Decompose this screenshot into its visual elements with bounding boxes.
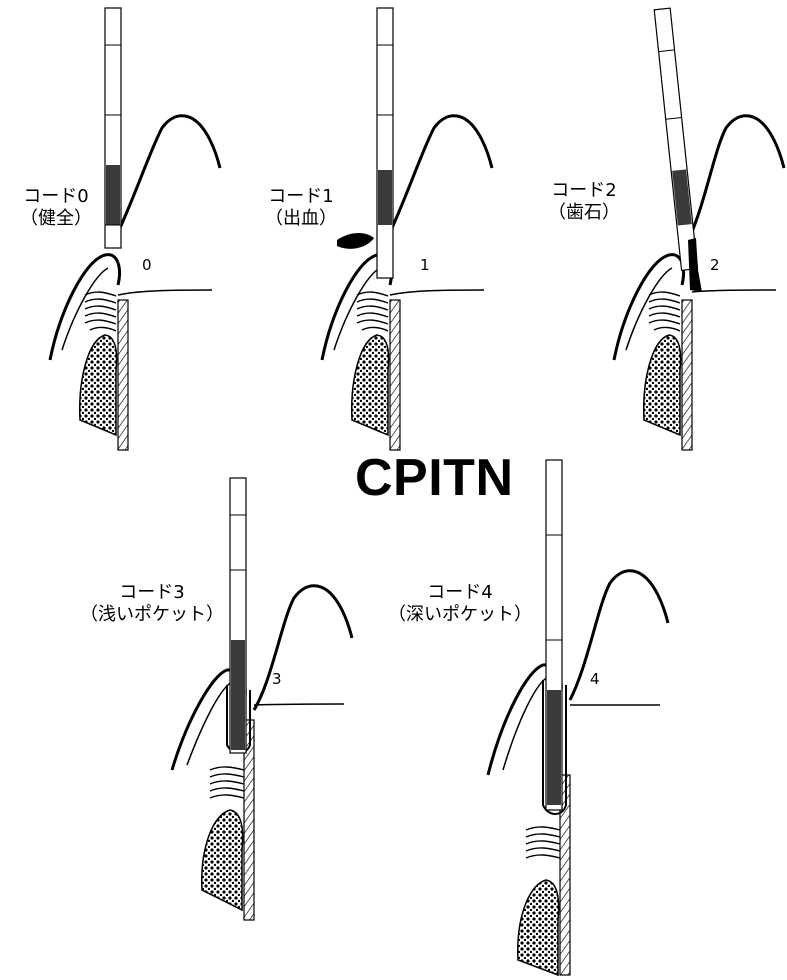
- panel-code-1: [322, 8, 492, 450]
- code-4-label: コード4 （深いポケット）: [388, 582, 532, 626]
- code-3-title: コード3: [80, 582, 224, 604]
- code-2-label: コード2 （歯石）: [548, 180, 620, 224]
- code-0-label: コード0 （健全）: [20, 186, 92, 230]
- calculus-mark: [688, 238, 702, 292]
- code-0-title: コード0: [20, 186, 92, 208]
- code-0-desc: （健全）: [20, 208, 92, 230]
- blood-drop-icon: [337, 233, 374, 249]
- panel-code-4: [488, 460, 668, 975]
- code-2-title: コード2: [548, 180, 620, 202]
- panel-code-3: [172, 478, 352, 920]
- code-4-title: コード4: [388, 582, 532, 604]
- panel-code-2: [614, 8, 784, 450]
- code-0-number: 0: [142, 256, 152, 274]
- code-1-title: コード1: [265, 186, 337, 208]
- code-2-desc: （歯石）: [548, 202, 620, 224]
- code-1-label: コード1 （出血）: [265, 186, 337, 230]
- code-1-desc: （出血）: [265, 208, 337, 230]
- code-3-number: 3: [272, 670, 282, 688]
- code-1-number: 1: [420, 256, 430, 274]
- code-3-desc: （浅いポケット）: [80, 604, 224, 626]
- code-2-number: 2: [710, 256, 720, 274]
- code-4-desc: （深いポケット）: [388, 604, 532, 626]
- code-4-number: 4: [590, 670, 600, 688]
- code-3-label: コード3 （浅いポケット）: [80, 582, 224, 626]
- page-title: CPITN: [355, 448, 514, 508]
